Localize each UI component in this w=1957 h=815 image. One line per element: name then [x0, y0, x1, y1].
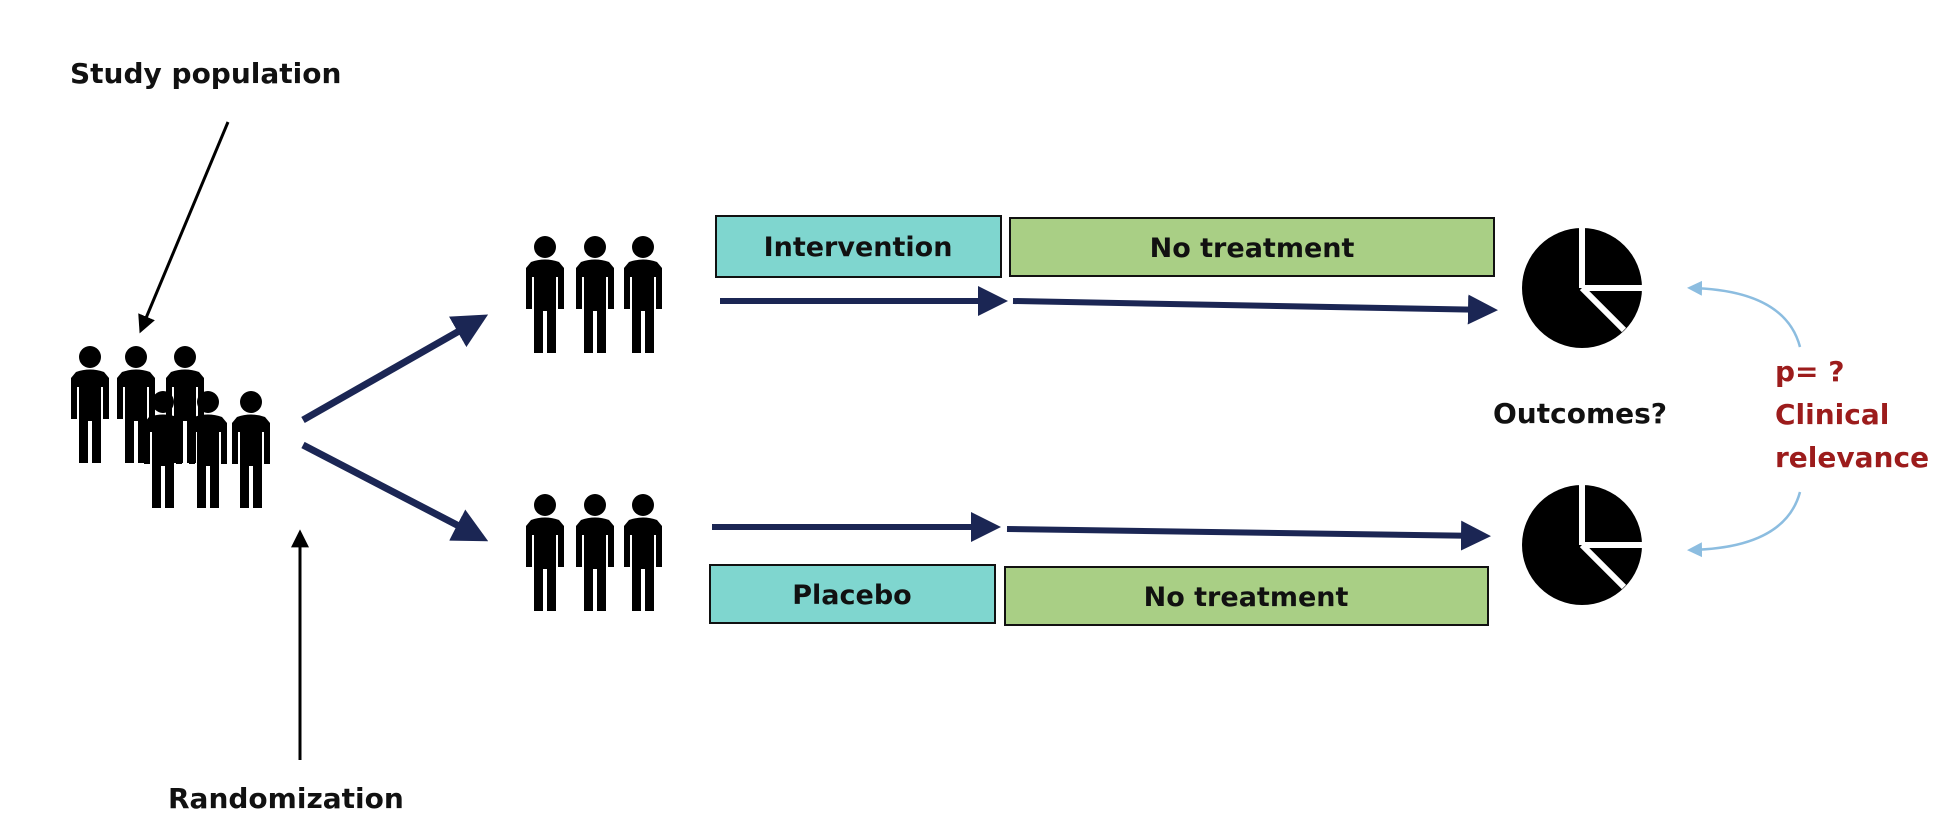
outcome-pie-bottom-icon: [1522, 485, 1642, 605]
outcome-pie-top-icon: [1522, 228, 1642, 348]
no-treatment-box-top: [1009, 217, 1495, 277]
arm-bottom: Placebo No treatment: [709, 512, 1491, 626]
randomization-arrow-bottom: [301, 441, 489, 542]
intervention-label: Intervention: [764, 232, 953, 263]
randomization-arrow-top: [301, 314, 489, 424]
placebo-box: [709, 564, 996, 624]
randomization-label: Randomization: [168, 782, 404, 815]
comparison-arrow-top: [1687, 280, 1802, 348]
group-top-icon: [526, 236, 662, 353]
group-bottom-icon: [526, 494, 662, 611]
study-population-icon: [71, 346, 270, 508]
no-treatment-label-top: No treatment: [1150, 233, 1355, 264]
arm-top-arrow-2: [1012, 294, 1498, 325]
no-treatment-label-bottom: No treatment: [1144, 582, 1349, 613]
placebo-label: Placebo: [792, 580, 911, 611]
intervention-box: [715, 215, 1002, 278]
outcomes-label: Outcomes?: [1493, 397, 1667, 430]
comparison-arrow-bottom: [1687, 491, 1802, 558]
study-population-label: Study population: [70, 57, 341, 90]
arm-bottom-arrow-2: [1006, 520, 1491, 551]
p-value-label: p= ?: [1775, 355, 1845, 388]
arm-top: Intervention No treatment: [715, 215, 1498, 325]
clinical-relevance-line2: relevance: [1775, 441, 1929, 474]
no-treatment-box-bottom: [1004, 566, 1489, 626]
clinical-relevance-line1: Clinical: [1775, 398, 1889, 431]
study-population-arrow: [138, 121, 230, 334]
